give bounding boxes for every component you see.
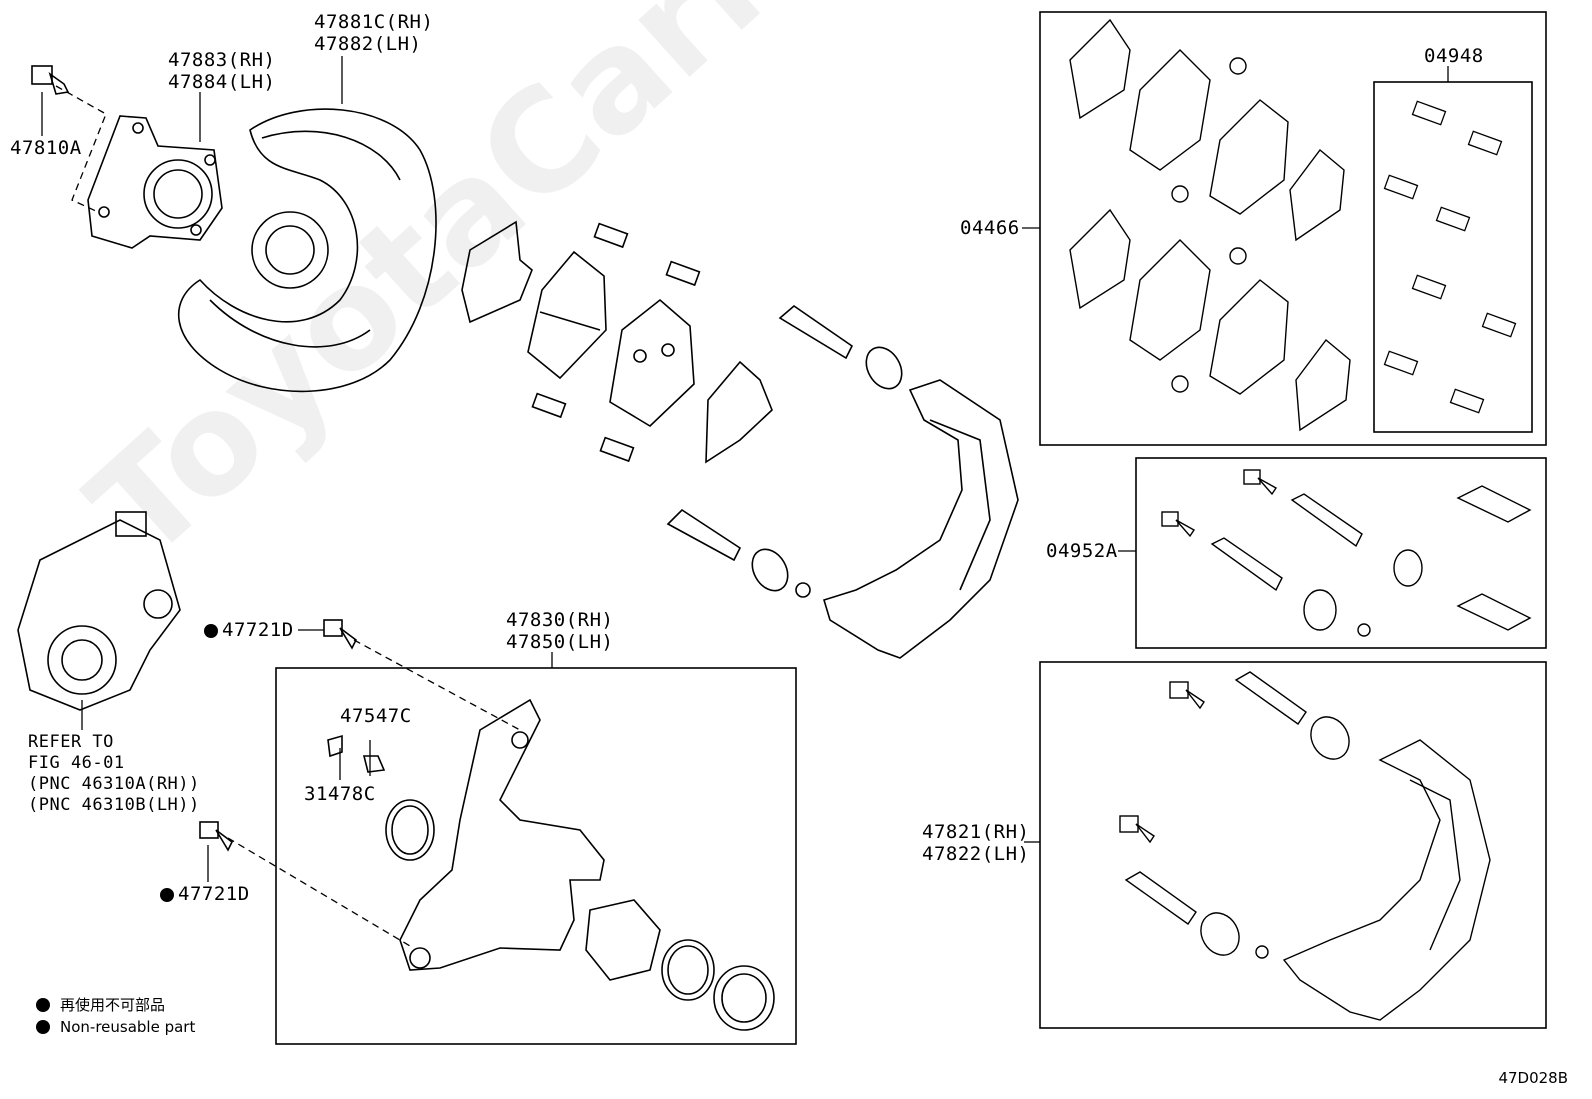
label-47721d-lower: 47721D <box>160 884 250 905</box>
legend-en-text: Non-reusable part <box>60 1018 196 1036</box>
label-47830-rh: 47830(RH) <box>506 609 614 631</box>
pad-kit-box <box>1039 11 1547 446</box>
label-47884-lh: 47884(LH) <box>168 71 276 93</box>
label-47881c-rh: 47881C(RH) <box>314 11 434 33</box>
label-47822-lh: 47822(LH) <box>922 843 1030 865</box>
center-mount <box>823 379 1019 659</box>
center-pads <box>461 220 773 464</box>
center-pins <box>666 304 903 598</box>
shim-kit-box <box>1373 81 1533 433</box>
label-47821-rh: 47821(RH) <box>922 821 1030 843</box>
actuator <box>17 511 181 711</box>
label-47882-lh: 47882(LH) <box>314 33 422 55</box>
legend-jp-text: 再使用不可部品 <box>60 996 166 1014</box>
legend-en: Non-reusable part <box>36 1018 195 1036</box>
non-reusable-dot-icon <box>204 623 218 638</box>
pad-kit-parts <box>1069 18 1351 432</box>
label-04466: 04466 <box>960 217 1020 239</box>
refer-line-3: (PNC 46310A(RH)) <box>28 774 200 794</box>
label-04948: 04948 <box>1424 45 1484 67</box>
dust-shield <box>177 108 437 393</box>
label-47721d-upper-text: 47721D <box>222 619 294 641</box>
caliper-bolts <box>199 619 358 852</box>
mounting-plate <box>87 115 223 249</box>
label-04952a: 04952A <box>1046 540 1118 562</box>
pin-kit-box <box>1135 457 1547 649</box>
label-47721d-lower-text: 47721D <box>178 883 250 905</box>
non-reusable-dot-icon <box>160 887 174 902</box>
label-47883-rh: 47883(RH) <box>168 49 276 71</box>
shim-kit-parts <box>1383 100 1517 414</box>
caliper-body <box>327 698 775 1031</box>
pin-kit-parts <box>1161 469 1532 637</box>
mount-kit-parts <box>1119 671 1491 1021</box>
legend-jp: 再使用不可部品 <box>36 994 165 1015</box>
mount-kit-box <box>1039 661 1547 1029</box>
label-47810a: 47810A <box>10 137 82 159</box>
caliper-box <box>275 667 797 1045</box>
legend-dot-icon <box>36 997 50 1012</box>
label-47721d-upper: 47721D <box>204 620 294 641</box>
label-47547c: 47547C <box>340 705 412 727</box>
figure-code: 47D028B <box>1498 1069 1568 1087</box>
refer-line-1: REFER TO <box>28 732 114 752</box>
label-47850-lh: 47850(LH) <box>506 631 614 653</box>
legend-dot-icon <box>36 1020 50 1034</box>
refer-line-2: FIG 46-01 <box>28 753 125 773</box>
label-31478c: 31478C <box>304 783 376 805</box>
bolt-47810a <box>31 65 70 95</box>
refer-line-4: (PNC 46310B(LH)) <box>28 795 200 815</box>
